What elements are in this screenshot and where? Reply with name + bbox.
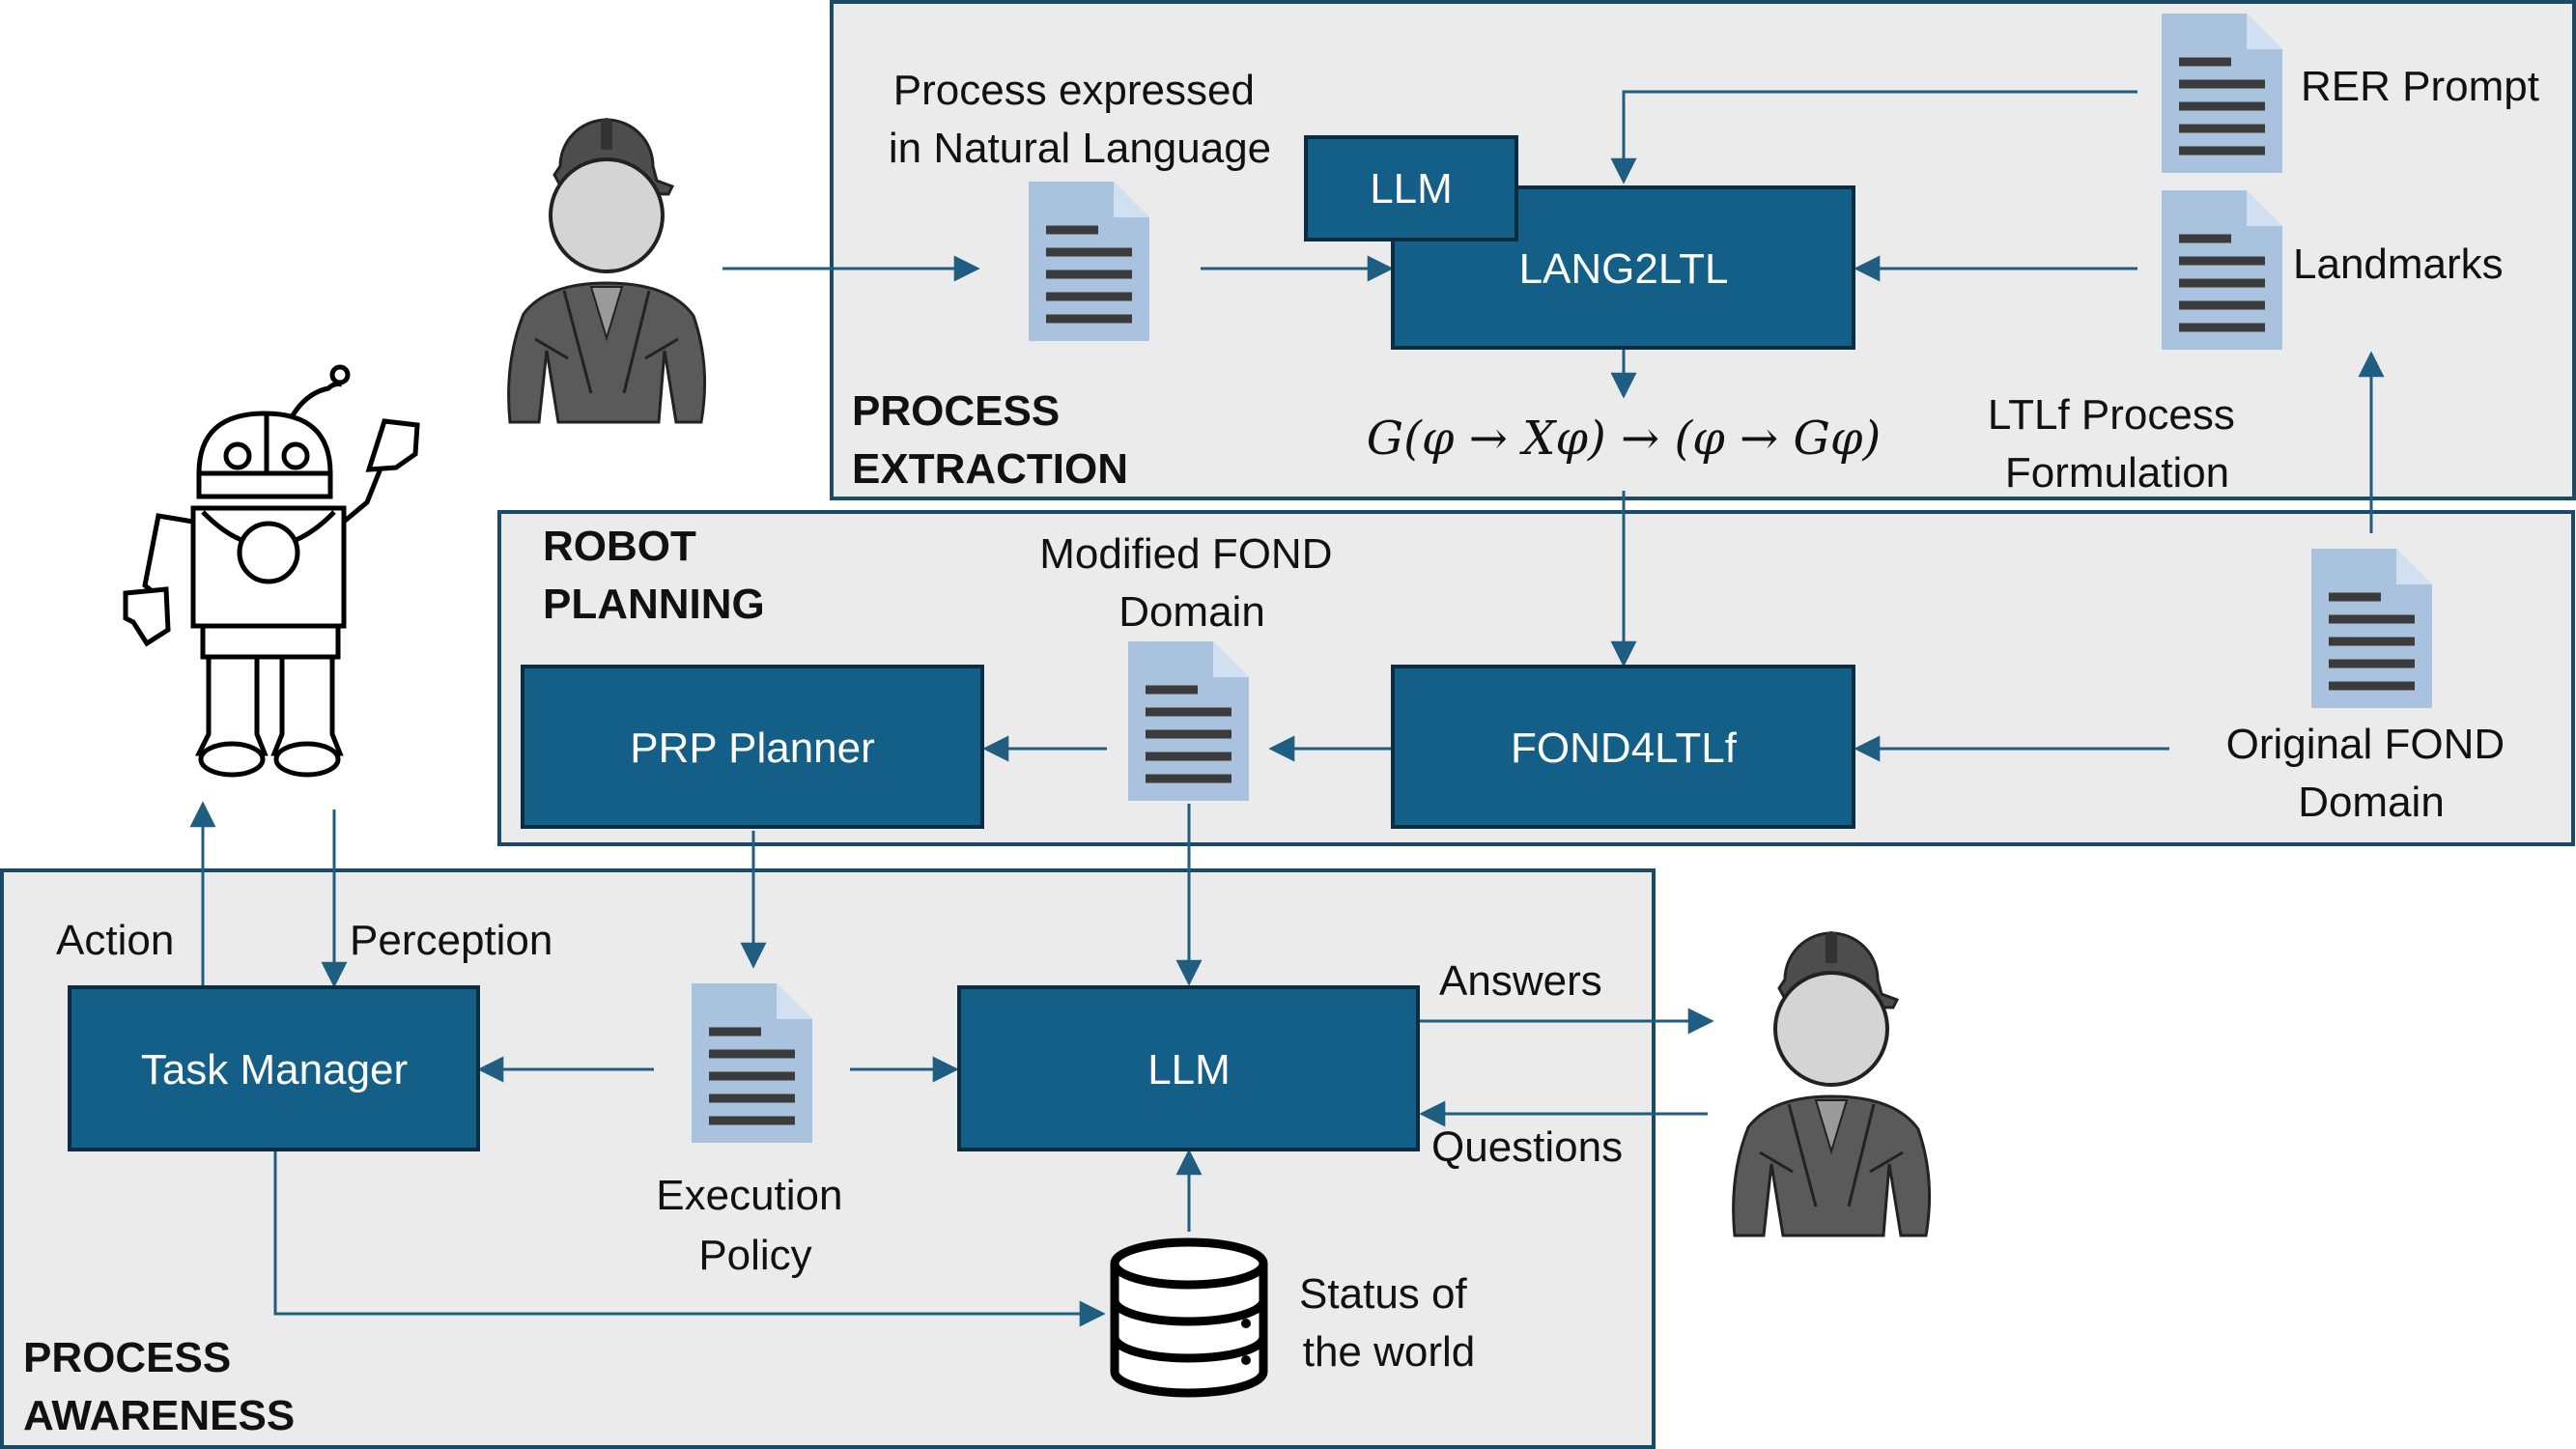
task-manager-label: Task Manager [141,1046,408,1094]
fond4ltlf-box [1391,665,1855,829]
task-manager-box [68,985,480,1151]
status-world-label: Status of the world [1299,1270,1479,1376]
modified-fond-label: Modified FOND Domain [1039,530,1344,636]
llm-main-box [957,985,1420,1151]
original-fond-label: Original FOND Domain [2226,721,2517,826]
landmarks-document-icon [2162,190,2282,350]
robot-icon [123,364,420,778]
original-fond-document-icon [2311,549,2432,708]
rer-prompt-document-icon [2162,14,2282,173]
arrow-rer-prompt-to-lang2ltl [1610,90,2137,185]
nl-document-icon [1029,182,1149,341]
section-title-process-extraction: PROCESS EXTRACTION [852,387,1128,493]
ltlf-formula: G(φ → Xφ) → (φ → Gφ) [1367,412,1881,466]
prp-planner-box [521,665,984,829]
worker-top-icon [506,116,707,424]
section-title-process-awareness: PROCESS AWARENESS [23,1334,295,1439]
rer-prompt-label: RER Prompt [2301,63,2539,110]
process-awareness-panel [0,868,1656,1449]
arrow-task-manager-to-database [273,1151,1106,1327]
llm-small-box [1304,135,1518,242]
execution-policy-label: Execution Policy [656,1172,854,1279]
section-title-robot-planning: ROBOT PLANNING [543,523,765,628]
perception-label: Perception [350,917,552,964]
lang2ltl-label: LANG2LTL [1519,245,1729,293]
fond4ltlf-label: FOND4LTLf [1511,724,1738,772]
process-nl-label: Process expressed in Natural Language [889,67,1271,172]
llm-small-label: LLM [1370,165,1453,213]
llm-main-label: LLM [1147,1046,1231,1094]
answers-label: Answers [1439,957,1602,1005]
execution-policy-document-icon [692,983,812,1143]
action-label: Action [56,917,174,964]
questions-label: Questions [1431,1123,1623,1171]
landmarks-label: Landmarks [2293,241,2504,288]
prp-planner-label: PRP Planner [630,724,875,772]
ltlf-formulation-label: LTLf Process Formulation [1988,391,2247,497]
database-icon [1110,1237,1268,1398]
worker-bottom-icon [1731,929,1932,1237]
modified-fond-document-icon [1128,641,1249,801]
